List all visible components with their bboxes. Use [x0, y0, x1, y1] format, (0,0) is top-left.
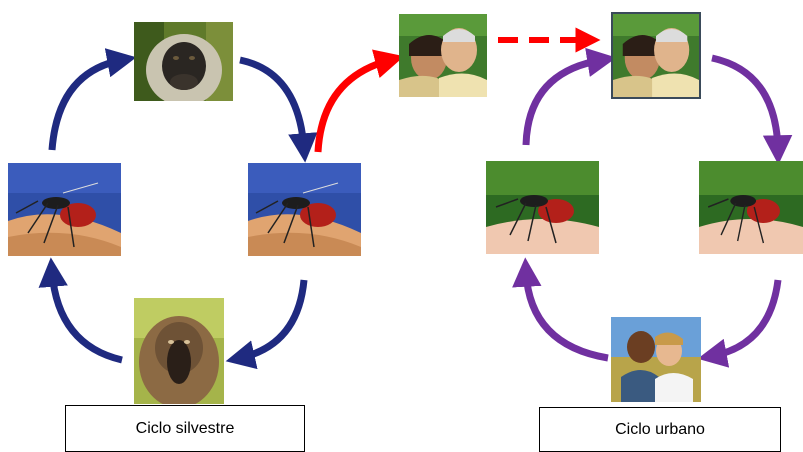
elderly-couple-photo-right	[611, 12, 701, 99]
urban-arrow-mosquito-to-couple2	[697, 279, 782, 368]
monkey-photo	[134, 22, 233, 101]
sylvatic-arrow-mosquito-to-monkey	[48, 48, 137, 151]
mosquito-right-photo	[248, 163, 361, 256]
urban-arrow-mosquito-to-couple	[522, 47, 617, 146]
mosquito-left-photo	[8, 163, 121, 256]
mosquito-urban-right-photo	[699, 161, 803, 254]
elderly-couple-photo-left	[399, 14, 487, 97]
sylvatic-arrow-mosquito-to-baboon	[225, 279, 308, 370]
baboon-photo	[134, 298, 224, 404]
couple-photo	[611, 317, 701, 402]
spillover-arrow	[314, 49, 405, 153]
sylvatic-arrow-monkey-to-mosquito	[239, 56, 318, 163]
mosquito-urban-left-photo	[486, 161, 599, 254]
urban-arrow-couple-to-mosquito	[711, 54, 793, 165]
sylvatic-cycle-label: Ciclo silvestre	[65, 405, 305, 452]
sylvatic-arrow-baboon-to-mosquito	[38, 257, 123, 364]
urban-arrow-couple2-to-mosquito	[512, 257, 609, 362]
urban-cycle-label: Ciclo urbano	[539, 407, 781, 452]
